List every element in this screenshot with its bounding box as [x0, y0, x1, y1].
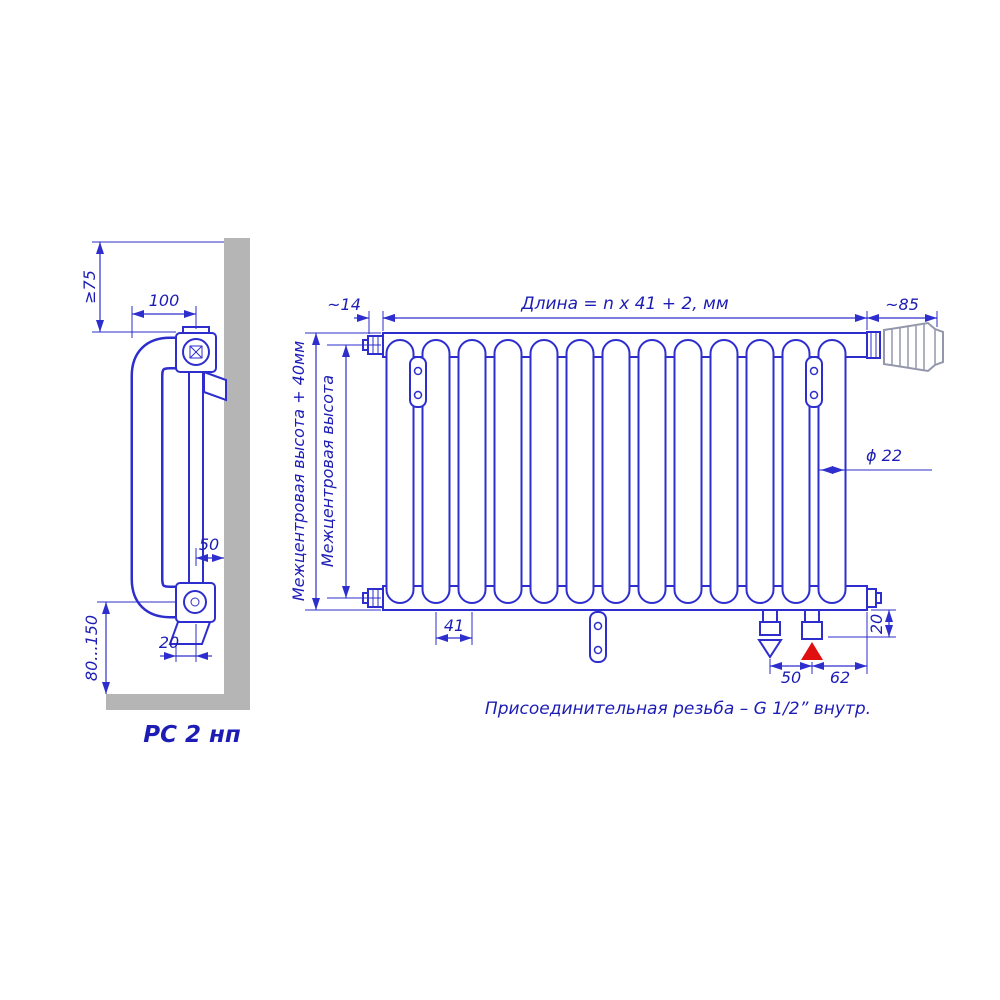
model-label: РС 2 нп: [143, 722, 241, 748]
dim-conn-end-label: 62: [830, 668, 850, 687]
wall-section: [224, 238, 250, 710]
dim-conn-spacing-label: 50: [781, 668, 801, 687]
dim-heights: Межцентровая высота + 40мм Межцентровая …: [289, 332, 381, 611]
dim-bottom-offset-label: 20: [867, 614, 886, 634]
bottom-bracket: [168, 621, 212, 645]
radiator-tube: [637, 339, 667, 604]
tube-bank: [385, 339, 847, 604]
riser-pipe: [188, 370, 204, 585]
radiator-tube: [601, 339, 631, 604]
dim-floor-clearance: 80...150: [82, 601, 176, 694]
radiator-tube: [385, 339, 415, 604]
dim-ceiling-label: ≥75: [80, 270, 99, 304]
bottom-connection-supply: [757, 609, 783, 659]
thermostatic-valve: [866, 321, 944, 373]
dim-diameter-label: ϕ 22: [866, 446, 902, 465]
dim-pipe-wall-label: 50: [199, 535, 219, 554]
radiator-tube: [457, 339, 487, 604]
front-view: ~14 Длина = n x 41 + 2, мм ~85 Межцентро…: [289, 294, 944, 719]
dim-floor-label: 80...150: [82, 615, 101, 681]
floor-section: [106, 694, 226, 710]
radiator-tube: [493, 339, 523, 604]
bracket-bottom-middle: [589, 611, 607, 663]
dim-diameter: ϕ 22: [819, 446, 932, 474]
bottom-fitting: [168, 582, 216, 645]
bottom-connection-return: [801, 609, 823, 660]
radiator-tube: [529, 339, 559, 604]
dim-depth: 100: [131, 291, 197, 338]
radiator-tube: [709, 339, 739, 604]
top-valve-block: [175, 326, 217, 373]
dim-pipe-wall: 50: [195, 535, 224, 566]
dim-pitch-label: 41: [444, 616, 464, 635]
radiator-tube: [745, 339, 775, 604]
dim-top-row: ~14 Длина = n x 41 + 2, мм ~85: [327, 294, 938, 334]
dim-height-outer-label: Межцентровая высота + 40мм: [289, 341, 308, 601]
side-view: ≥75 100 50 20 80...150: [80, 238, 250, 748]
dim-ceiling-clearance: ≥75: [80, 241, 224, 333]
dim-height-inner-label: Межцентровая высота: [318, 375, 337, 567]
wall-bracket: [203, 370, 227, 402]
thread-note: Присоединительная резьба – G 1/2” внутр.: [485, 699, 871, 719]
radiator-tube: [421, 339, 451, 604]
dim-offset: 20: [159, 624, 212, 662]
bracket-top-left: [409, 356, 427, 408]
dim-offset-label: 20: [159, 633, 179, 652]
right-bottom-plug: [866, 588, 882, 608]
dim-connections: 50 62: [769, 612, 868, 687]
dim-length-label: Длина = n x 41 + 2, мм: [520, 294, 729, 314]
dim-bottom-offset: 20: [828, 609, 896, 638]
flow-arrow-up-red: [801, 642, 823, 660]
radiator-tube: [565, 339, 595, 604]
dim-right-end-label: ~85: [885, 295, 919, 314]
radiator-tube: [781, 339, 811, 604]
radiator-tube: [673, 339, 703, 604]
flow-arrow-down: [757, 639, 783, 659]
dim-left-end-label: ~14: [327, 295, 361, 314]
side-tube-body: [133, 339, 196, 616]
bracket-top-right: [805, 356, 823, 408]
dim-depth-label: 100: [149, 291, 180, 310]
dim-pitch: 41: [435, 612, 473, 645]
